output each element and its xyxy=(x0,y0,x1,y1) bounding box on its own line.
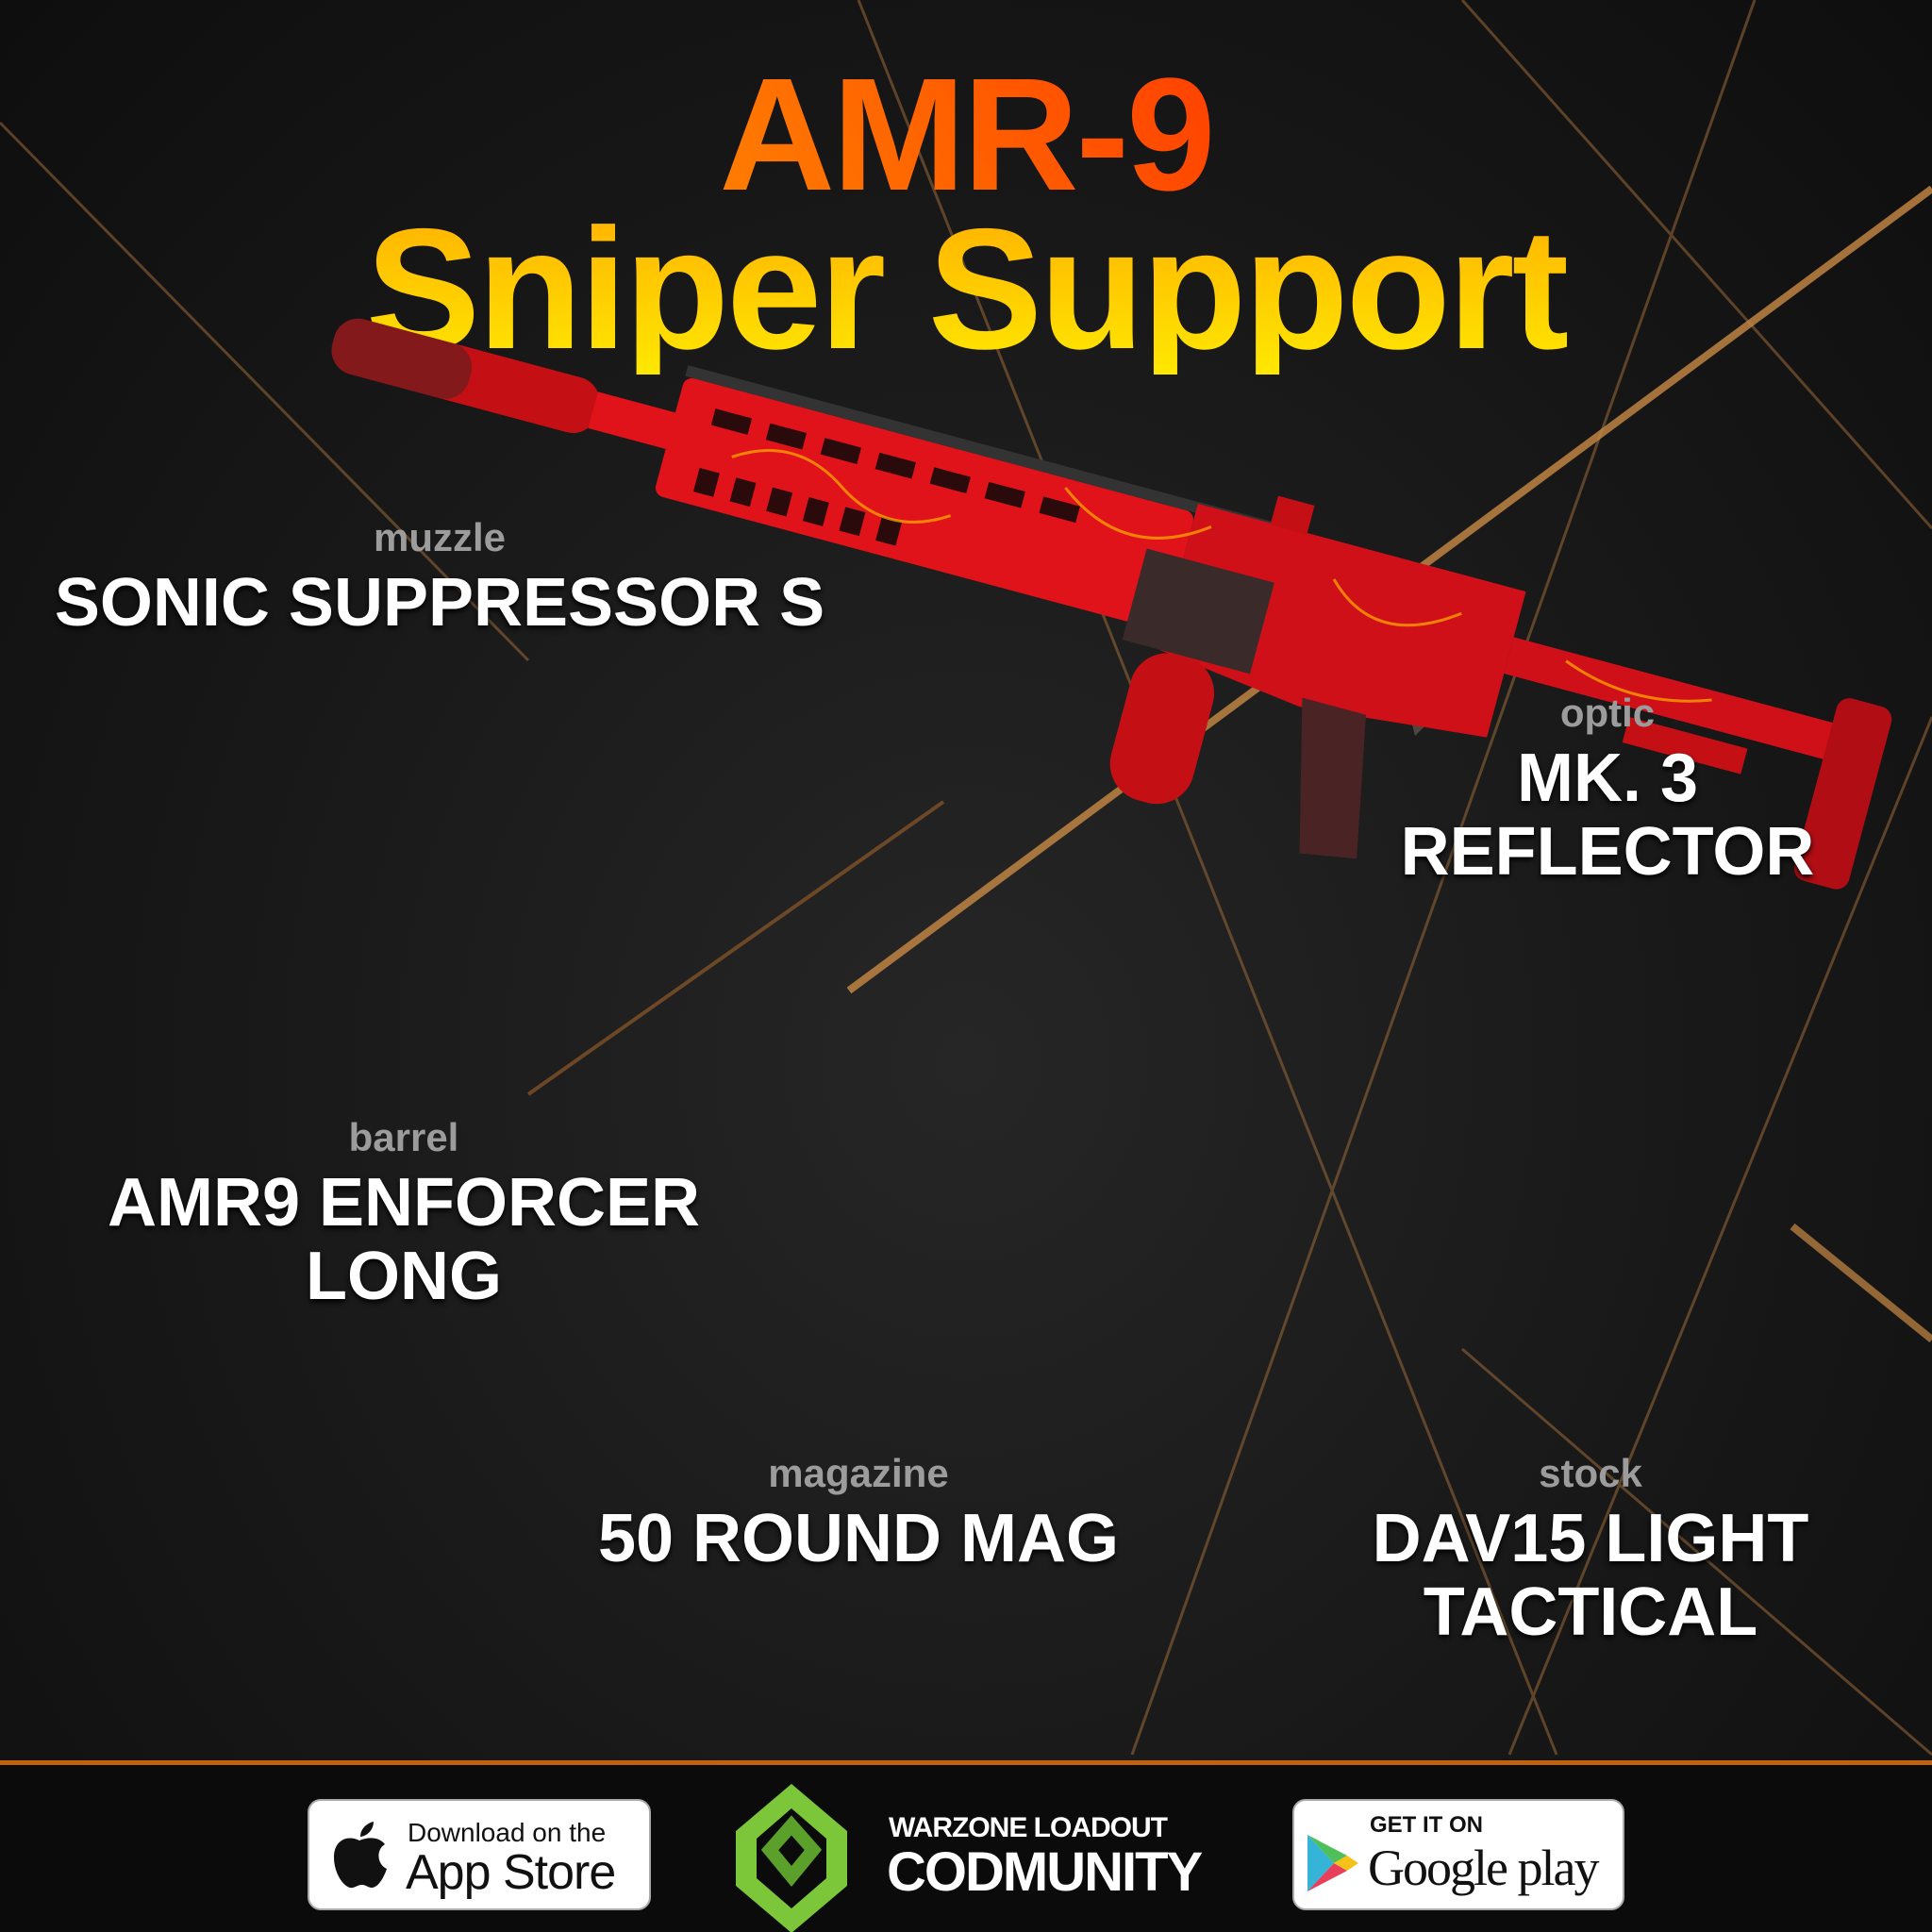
google-play-button[interactable]: GET IT ON Google play xyxy=(1292,1799,1624,1910)
barrel-value-line2: LONG xyxy=(306,1239,502,1314)
weapon-title: AMR-9 xyxy=(0,55,1932,215)
app-store-button[interactable]: Download on the App Store xyxy=(308,1799,651,1910)
drum-magazine xyxy=(1109,653,1215,805)
optic-value-line1: MK. 3 xyxy=(1516,741,1699,816)
stock-attachment: stock DAV15 LIGHT TACTICAL xyxy=(1373,1451,1809,1649)
google-play-small-text: GET IT ON xyxy=(1370,1812,1483,1838)
loadout-subtitle: Sniper Support xyxy=(0,203,1932,375)
optic-value-line2: REFLECTOR xyxy=(1400,814,1815,890)
magazine-value: 50 ROUND MAG xyxy=(597,1501,1120,1576)
app-store-small-text: Download on the xyxy=(408,1818,607,1847)
brand-name: CODMUNITY xyxy=(887,1841,1203,1903)
app-store-large-text: App Store xyxy=(406,1845,616,1900)
google-play-large-text: Google play xyxy=(1368,1840,1599,1896)
buttstock xyxy=(1793,698,1892,890)
stock-label: stock xyxy=(1539,1451,1642,1495)
optic-sight xyxy=(1270,495,1315,535)
barrel-label: barrel xyxy=(348,1115,459,1159)
muzzle-label: muzzle xyxy=(373,515,507,559)
magazine-label: magazine xyxy=(768,1451,949,1495)
barrel-value-line1: AMR9 ENFORCER xyxy=(107,1165,701,1241)
brand-tagline: WARZONE LOADOUT xyxy=(889,1812,1168,1843)
stock-value-line1: DAV15 LIGHT xyxy=(1372,1501,1809,1576)
magazine-attachment: magazine 50 ROUND MAG xyxy=(598,1451,1119,1575)
apple-icon xyxy=(334,1822,387,1889)
receiver xyxy=(1158,503,1526,738)
play-triangle-icon xyxy=(1307,1835,1358,1891)
optic-attachment: optic MK. 3 REFLECTOR xyxy=(1401,691,1815,889)
footer: Download on the App Store WARZONE LOADOU… xyxy=(0,1760,1932,1932)
muzzle-attachment: muzzle SONIC SUPPRESSOR S xyxy=(55,515,824,640)
grip xyxy=(1299,697,1366,859)
muzzle-value: SONIC SUPPRESSOR S xyxy=(54,565,825,641)
stock-value-line2: TACTICAL xyxy=(1423,1574,1758,1650)
barrel-attachment: barrel AMR9 ENFORCER LONG xyxy=(108,1115,700,1313)
codmunity-logo xyxy=(736,1784,847,1932)
optic-label: optic xyxy=(1559,691,1656,735)
